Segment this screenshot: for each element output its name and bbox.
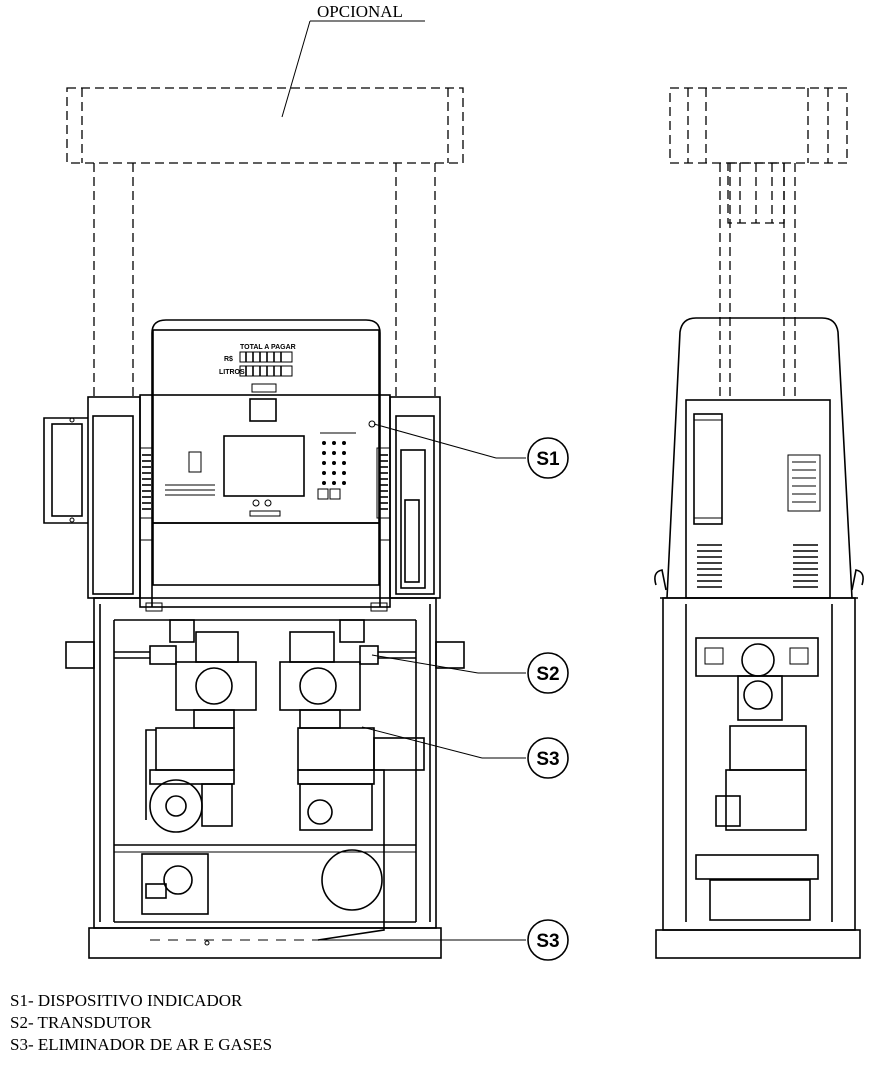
optional-canopy-front (66, 87, 464, 397)
display-title: TOTAL A PAGAR (240, 344, 296, 351)
pump-assembly-left (114, 619, 257, 915)
optional-canopy-side (669, 87, 848, 397)
dispenser-head-front: TOTAL A PAGAR R$ LITROS (139, 319, 391, 608)
callout-s2-label: S2 (536, 664, 559, 685)
legend: S1- DISPOSITIVO INDICADOR S2- TRANSDUTOR… (10, 990, 272, 1056)
side-grill-left (697, 544, 722, 588)
liters-prefix: LITROS (219, 369, 245, 376)
legend-item-s3: S3- ELIMINADOR DE AR E GASES (10, 1035, 273, 1054)
dispenser-side-view (654, 317, 864, 959)
keypad (317, 432, 356, 500)
hydraulic-cabinet-front (65, 597, 465, 959)
legend-item-s1: S1- DISPOSITIVO INDICADOR (10, 991, 243, 1010)
callout-s3-bottom: S3 (527, 919, 569, 961)
price-prefix: R$ (224, 356, 233, 363)
callout-leaders (318, 423, 526, 941)
callout-s3-label-2: S3 (536, 931, 559, 952)
callout-s1-label: S1 (536, 449, 560, 470)
optional-leader: OPCIONAL (281, 2, 425, 118)
display-digits (239, 351, 293, 377)
callout-s3-top: S3 (527, 737, 569, 779)
callout-s3-label: S3 (536, 749, 559, 770)
optional-label: OPCIONAL (317, 2, 403, 21)
nozzle-column-left (43, 396, 141, 599)
callout-s2: S2 (527, 652, 569, 694)
pump-assembly-right (279, 619, 425, 941)
callout-s1: S1 (527, 437, 569, 479)
side-grill-right (793, 544, 818, 588)
legend-item-s2: S2- TRANSDUTOR (10, 1013, 152, 1032)
left-grill (139, 447, 154, 519)
